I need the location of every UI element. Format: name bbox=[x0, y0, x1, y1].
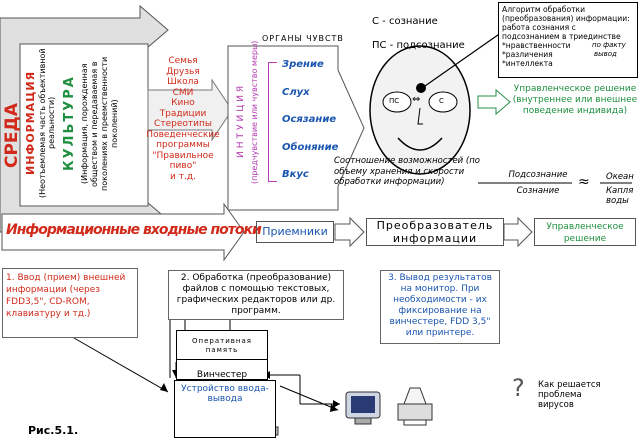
algorithm-title: Алгоритм обработки (преобразования) инфо… bbox=[502, 5, 630, 23]
sense-item: Вкус bbox=[282, 169, 309, 180]
intuition-label: ИНТУИЦИЯ bbox=[236, 82, 246, 158]
c-eye-label: С bbox=[439, 97, 444, 105]
algorithm-box: Алгоритм обработки (преобразования) инфо… bbox=[498, 2, 638, 78]
senses-arrow bbox=[227, 45, 365, 211]
source-item: "Правильное bbox=[152, 150, 214, 161]
senses-bracket bbox=[268, 62, 277, 182]
decision-note: (внутреннее или внешнее поведение индиви… bbox=[512, 95, 638, 116]
source-item: Стереотипы bbox=[154, 119, 212, 129]
information-label: ИНФОРМАЦИЯ bbox=[24, 70, 37, 176]
arrow-to-decision bbox=[503, 216, 533, 248]
culture-note: (Информация, порожденная обществом и пер… bbox=[80, 56, 119, 192]
algorithm-line: *различения bbox=[502, 50, 553, 59]
ram-label: Оперативная память bbox=[192, 337, 252, 354]
source-item: Семья bbox=[168, 56, 198, 66]
monitor-icon bbox=[345, 391, 381, 425]
source-item: Поведенческие bbox=[146, 129, 220, 140]
memory-block: Оперативная память Винчестер bbox=[176, 330, 268, 380]
social-sources: Семья Друзья Школа СМИ Кино Традиции Сте… bbox=[146, 56, 220, 182]
hdd-label: Винчестер bbox=[196, 370, 248, 380]
figure-label: Рис.5.1. bbox=[28, 424, 79, 437]
source-item: программы bbox=[156, 140, 210, 150]
sense-item: Осязание bbox=[282, 114, 337, 125]
sreda-label: СРЕДА bbox=[2, 103, 22, 169]
step1-box: 1. Ввод (прием) внешней информации (чере… bbox=[2, 268, 138, 338]
algorithm-body: работа сознания с подсознанием в триедин… bbox=[502, 23, 621, 41]
ratio-denominator: Сознание bbox=[516, 186, 560, 196]
step3-box: 3. Вывод результатов на монитор. При нео… bbox=[380, 270, 500, 344]
io-device-box: Устройство ввода-вывода bbox=[174, 380, 276, 438]
sense-item: Обоняние bbox=[282, 141, 339, 153]
sense-item: Слух bbox=[282, 86, 310, 98]
source-item: Школа bbox=[167, 77, 199, 87]
receivers-box: Приемники bbox=[256, 221, 334, 243]
input-streams-label: Информационные входные потоки bbox=[6, 222, 262, 238]
drop-label: Капля воды bbox=[606, 186, 634, 206]
arrow-to-converter bbox=[334, 216, 365, 248]
question-mark: ? bbox=[512, 374, 525, 402]
source-item: пиво" bbox=[169, 161, 197, 171]
source-item: Традиции bbox=[159, 108, 207, 119]
head-figure bbox=[369, 29, 506, 175]
algorithm-side-word: вывод bbox=[594, 50, 617, 58]
ocean-label: Океан bbox=[606, 172, 634, 182]
algorithm-side-word: по факту bbox=[592, 41, 626, 49]
converter-box: Преобразователь информации bbox=[366, 218, 504, 246]
environment-panel bbox=[19, 43, 149, 207]
decision-title: Управленческое решение bbox=[513, 84, 637, 94]
exchange-arrow: ⇔ bbox=[412, 94, 421, 105]
culture-label: КУЛЬТУРА bbox=[62, 75, 77, 171]
approx-sign: ≈ bbox=[578, 174, 590, 190]
virus-question: Как решается проблема вирусов bbox=[538, 380, 601, 410]
io-label: Устройство ввода-вывода bbox=[181, 384, 269, 404]
algorithm-line: *нравственности bbox=[502, 41, 571, 50]
step2-box: 2. Обработка (преобразование) файлов с п… bbox=[168, 270, 344, 320]
source-item: Друзья bbox=[166, 66, 200, 77]
decision-box: Управленческое решение bbox=[534, 218, 636, 246]
intuition-note: (предчувствие или чувство меры) bbox=[250, 40, 259, 184]
senses-header: ОРГАНЫ ЧУВСТВ bbox=[262, 34, 344, 43]
consciousness-label: С - сознание bbox=[372, 16, 438, 27]
decision-top: Управленческое решение (внутреннее или в… bbox=[512, 84, 638, 117]
culture-arrow bbox=[147, 78, 233, 142]
printer-icon bbox=[397, 387, 433, 426]
source-item: и т.д. bbox=[170, 171, 196, 182]
decision-arrow bbox=[477, 88, 511, 116]
source-item: СМИ bbox=[172, 87, 194, 98]
ratio-caption: Соотношение возможностей (по объему хран… bbox=[334, 156, 480, 187]
source-item: Кино bbox=[171, 98, 195, 108]
input-streams-arrow bbox=[1, 202, 245, 262]
ratio-numerator: Подсознание bbox=[508, 170, 568, 180]
information-note: (Неотъемлемая часть объективной реальнос… bbox=[38, 48, 56, 198]
subconsciousness-label: ПС - подсознание bbox=[372, 40, 465, 51]
senses-list: Зрение Слух Осязание Обоняние Вкус bbox=[282, 60, 342, 180]
ps-eye-label: ПС bbox=[389, 97, 400, 105]
sense-item: Зрение bbox=[282, 59, 324, 70]
algorithm-line: *интеллекта bbox=[502, 59, 553, 68]
